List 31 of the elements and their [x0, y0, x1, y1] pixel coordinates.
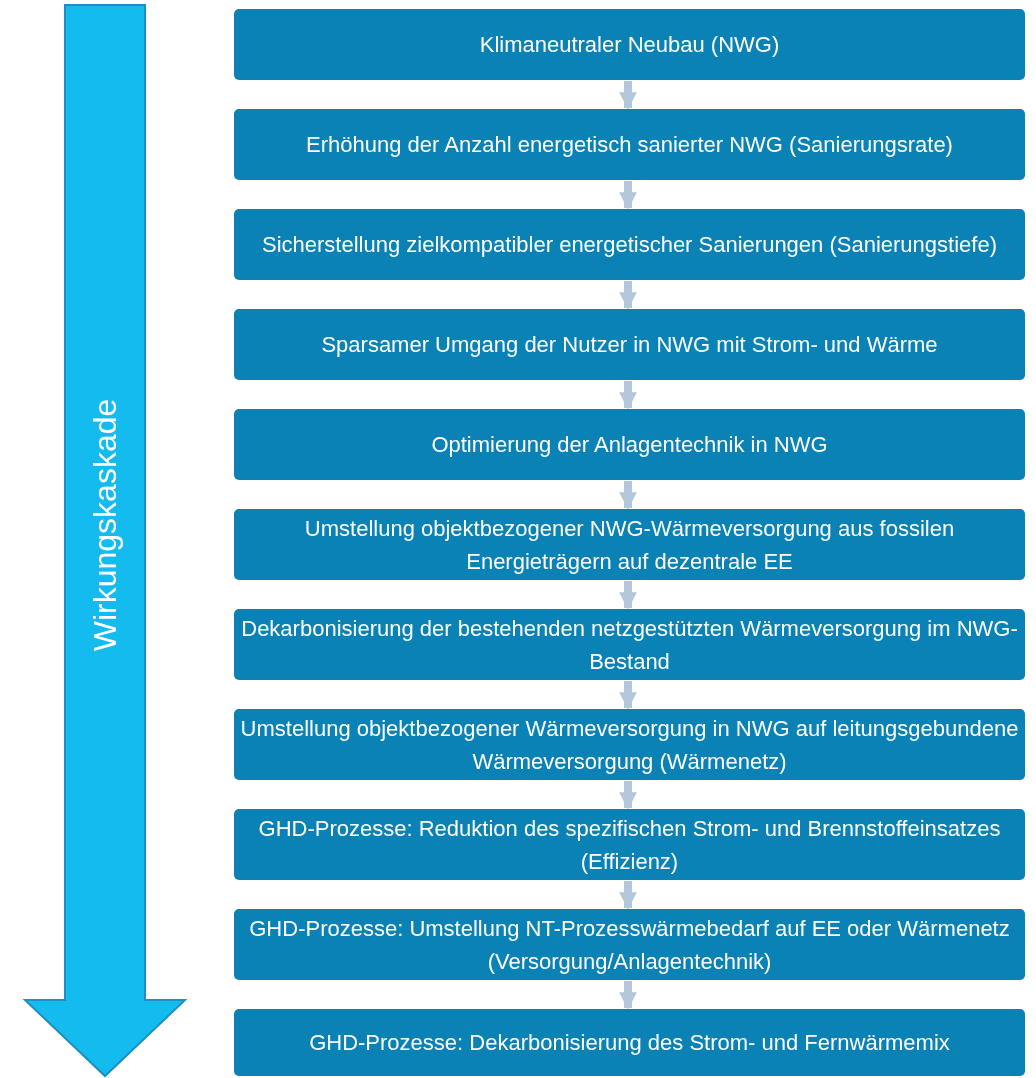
arrow — [619, 881, 637, 910]
step-text: Sicherstellung zielkompatibler energetischer Sanierungen (Sanierungstiefe) — [262, 231, 997, 259]
arrow — [619, 981, 637, 1010]
step-text: Dekarbonisierung der bestehenden netzgestützten Wärmeversorgung im NWG-Bestand — [240, 614, 1019, 676]
arrow — [619, 281, 637, 310]
arrow — [619, 181, 637, 210]
step-text: Umstellung objektbezogener NWG-Wärmeversorgung aus fossilen Energieträgern auf dezentrale EE — [303, 514, 956, 576]
process-box — [234, 509, 1025, 580]
step-text: GHD-Prozesse: Umstellung NT-Prozesswärmebedarf auf EE oder Wärmenetz (Versorgung/Anlagentechnik) — [248, 914, 1011, 976]
arrow — [619, 381, 637, 410]
arrow — [619, 81, 637, 110]
step-text: Sparsamer Umgang der Nutzer in NWG mit Strom- und Wärme — [321, 331, 938, 359]
axis-label: Wirkungskaskade — [86, 398, 124, 652]
step-text: Umstellung objektbezogener Wärmeversorgung in NWG auf leitungsgebundene Wärmeversorgung (Wärmenetz) — [240, 714, 1019, 776]
process-box — [234, 909, 1025, 980]
step-text: Erhöhung der Anzahl energetisch sanierter NWG (Sanierungsrate) — [306, 131, 953, 159]
arrow — [619, 581, 637, 610]
process-box — [234, 309, 1025, 380]
process-box — [234, 9, 1025, 80]
step-text: Optimierung der Anlagentechnik in NWG — [431, 431, 828, 459]
process-box — [234, 409, 1025, 480]
process-box — [234, 209, 1025, 280]
step-text: GHD-Prozesse: Reduktion des spezifischen Strom- und Brennstoffeinsatzes (Effizienz) — [257, 814, 1002, 876]
process-box — [234, 109, 1025, 180]
process-box — [234, 809, 1025, 880]
arrow — [619, 481, 637, 510]
arrow — [619, 781, 637, 810]
step-text: Klimaneutraler Neubau (NWG) — [479, 31, 780, 59]
step-text: GHD-Prozesse: Dekarbonisierung des Strom- und Fernwärmemix — [309, 1029, 950, 1057]
arrow — [619, 681, 637, 710]
process-box — [234, 1009, 1025, 1076]
